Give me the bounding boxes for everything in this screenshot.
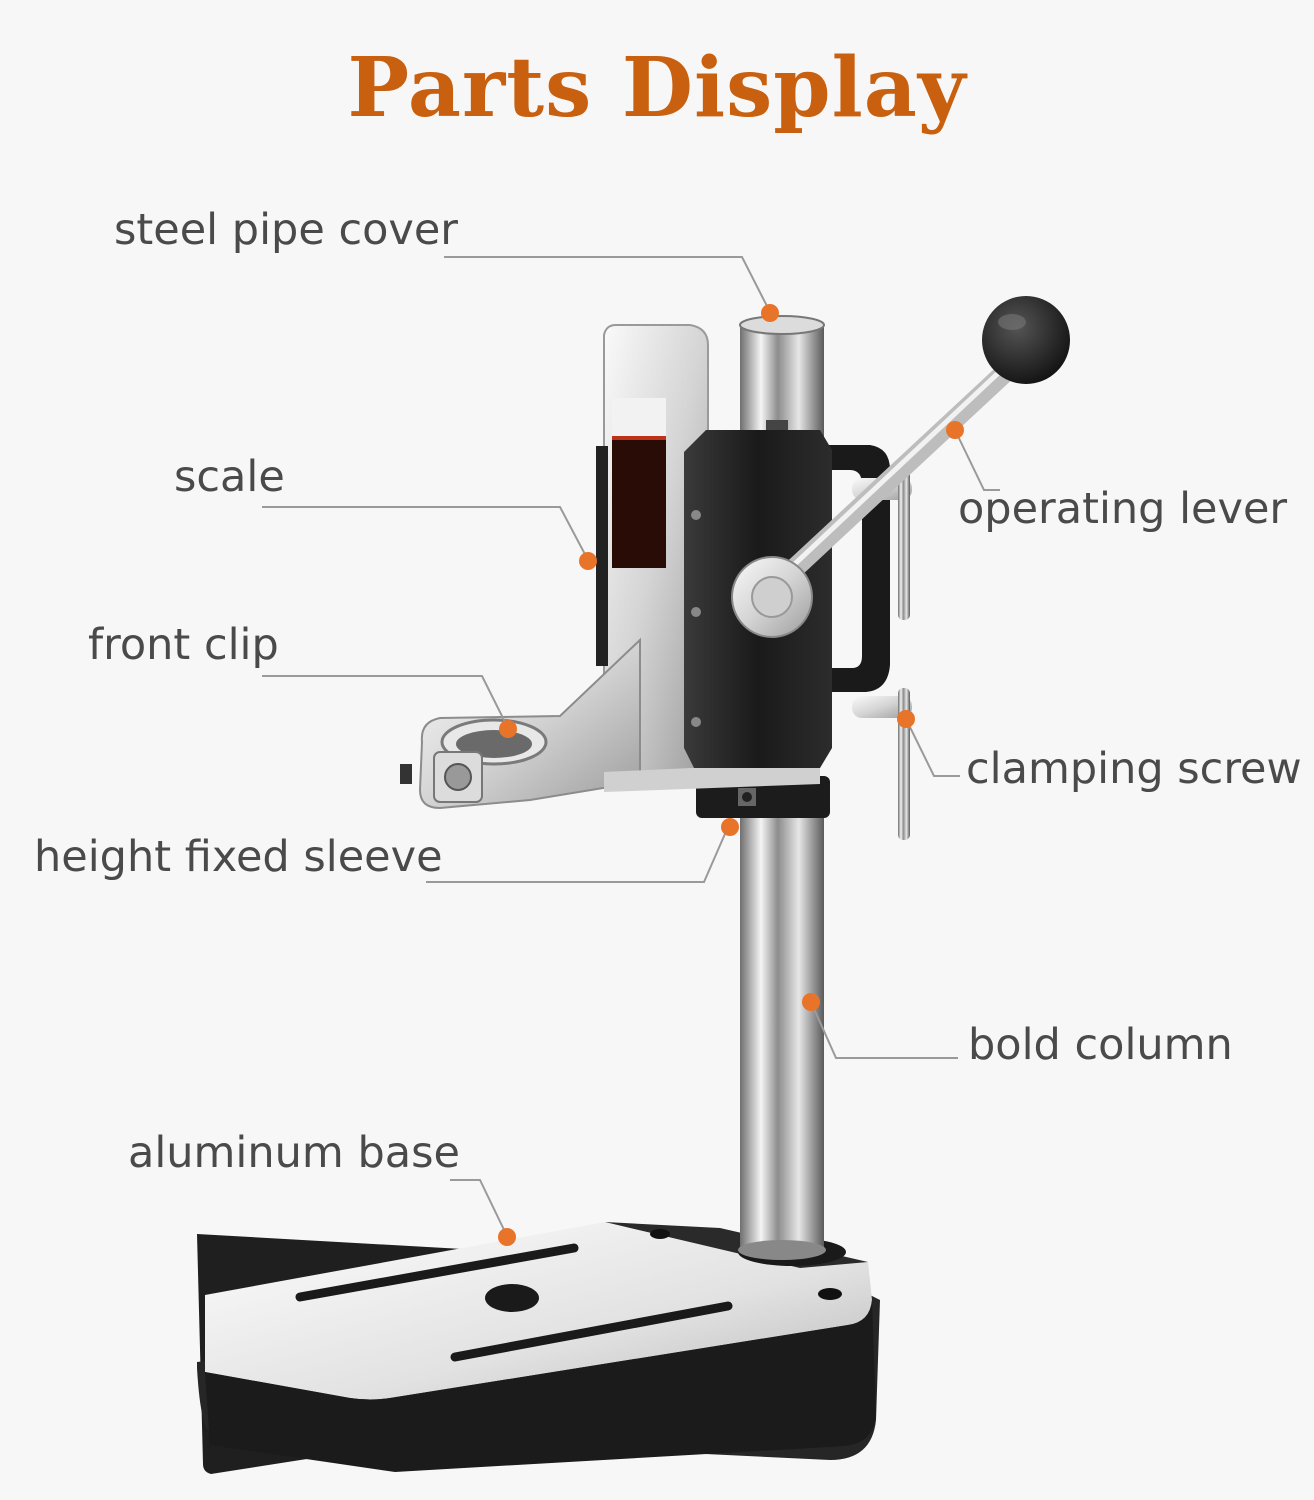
dot-height-fixed-sleeve — [721, 818, 739, 836]
base-slot-1 — [295, 1243, 579, 1302]
page-title: Parts Display — [347, 40, 967, 136]
label-height-fixed-sleeve: height fixed sleeve — [34, 832, 443, 882]
leader-aluminum-base — [450, 1179, 508, 1237]
leader-steel-pipe-cover — [444, 256, 771, 313]
base-front-face — [205, 1300, 876, 1472]
leader-lines — [262, 256, 1000, 1237]
label-steel-pipe-cover: steel pipe cover — [114, 205, 458, 255]
leader-clamping-screw — [905, 718, 960, 777]
dot-steel-pipe-cover — [761, 304, 779, 322]
dot-operating-lever — [946, 421, 964, 439]
callout-dots — [498, 304, 964, 1246]
label-scale: scale — [174, 452, 285, 502]
aluminum-base-shape — [197, 1222, 880, 1474]
operating-lever-shape — [731, 296, 1070, 638]
base-bolt-hole-2 — [818, 1288, 842, 1300]
base-center-hole — [485, 1284, 539, 1312]
label-front-clip: front clip — [88, 620, 279, 670]
label-aluminum-base: aluminum base — [128, 1128, 460, 1178]
dot-clamping-screw — [897, 710, 915, 728]
label-bold-column: bold column — [968, 1020, 1233, 1070]
leader-operating-lever — [954, 429, 1000, 491]
leader-height-fixed-sleeve — [426, 826, 729, 883]
label-operating-lever: operating lever — [958, 484, 1288, 534]
front-clip-shape — [400, 637, 820, 810]
dot-front-clip — [499, 720, 517, 738]
dot-scale — [579, 552, 597, 570]
dot-bold-column — [802, 993, 820, 1011]
base-slot-2 — [450, 1301, 733, 1362]
lever-knob — [982, 296, 1070, 384]
leader-bold-column — [810, 1001, 958, 1059]
base-top-plate — [205, 1222, 872, 1400]
leader-front-clip — [262, 675, 509, 729]
leader-scale — [262, 506, 589, 561]
base-bolt-hole-1 — [650, 1229, 670, 1239]
steel-pipe-cover-shape — [739, 315, 825, 445]
label-clamping-screw: clamping screw — [966, 744, 1302, 794]
dot-aluminum-base — [498, 1228, 516, 1246]
bold-column-shape — [738, 800, 826, 1260]
